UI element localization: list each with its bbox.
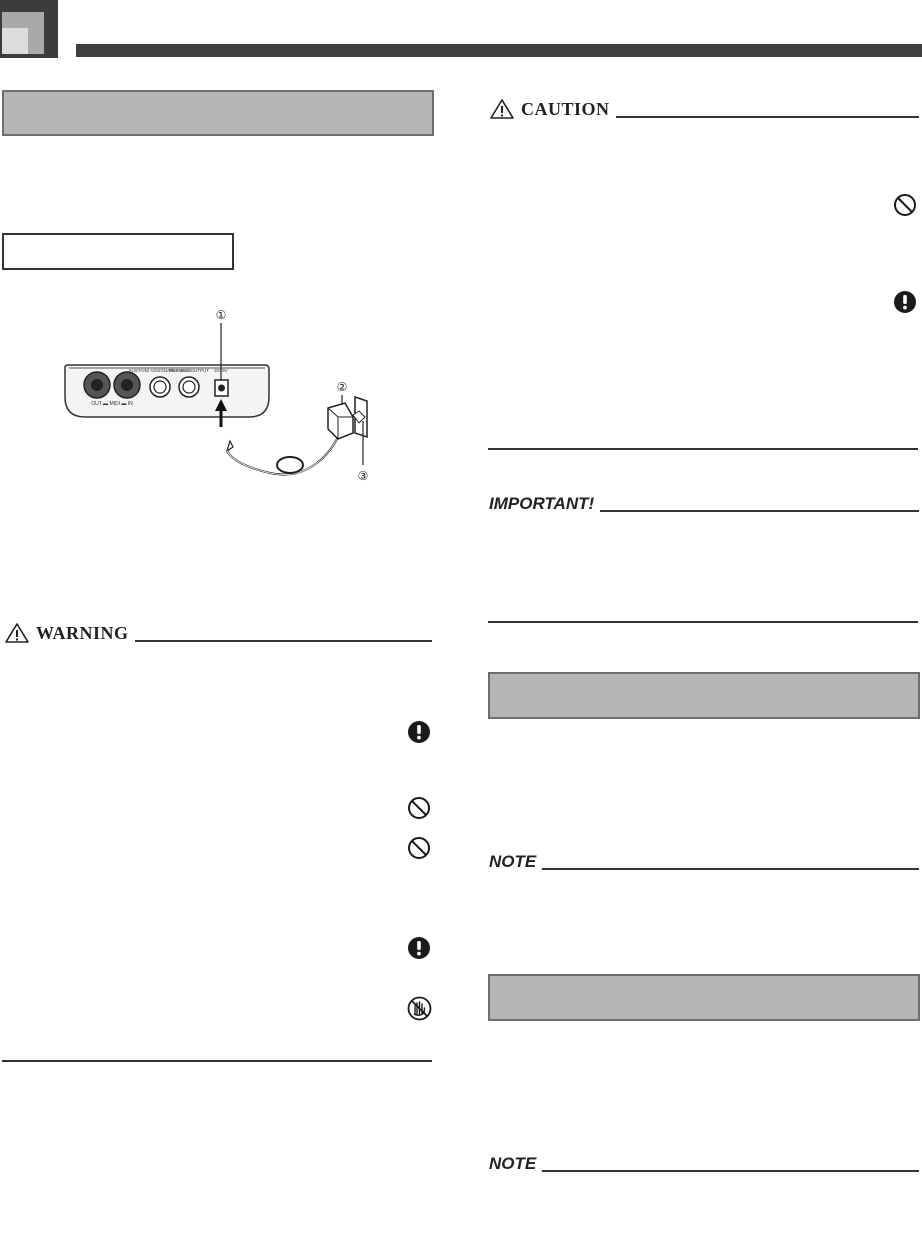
caution-rule <box>615 116 919 118</box>
exclamation-circle-icon <box>894 291 916 313</box>
important-end-rule <box>488 621 918 623</box>
caution-end-rule <box>488 448 918 450</box>
note-label-2: NOTE <box>489 1154 537 1173</box>
exclamation-circle-icon <box>408 937 430 959</box>
callout-1: ① <box>216 308 227 322</box>
header-corner-light-square <box>2 28 28 54</box>
header-bar <box>76 44 922 57</box>
caution-heading: CAUTION <box>489 96 919 122</box>
midi-out-jack <box>83 371 111 399</box>
section-box-right-2 <box>488 974 920 1021</box>
ac-adaptor <box>327 402 354 440</box>
caution-label: CAUTION <box>521 98 610 119</box>
note-heading-1: NOTE <box>489 850 919 874</box>
important-rule <box>600 510 919 512</box>
ac-adaptor-connection-figure: OUT ▬ MIDI ▬ IN SUSTAIN/ ASSIGNABLE JACK… <box>64 308 369 483</box>
important-label: IMPORTANT! <box>489 494 595 513</box>
note-rule-2 <box>542 1170 919 1172</box>
important-heading: IMPORTANT! <box>489 492 919 516</box>
prohibition-circle-icon <box>408 837 430 859</box>
warning-rule <box>134 640 432 642</box>
no-wet-hands-icon <box>407 996 432 1021</box>
midi-in-jack <box>113 371 141 399</box>
note-heading-2: NOTE <box>489 1152 919 1176</box>
callout-3: ③ <box>358 469 369 483</box>
warning-triangle-icon <box>490 99 514 119</box>
midi-jack-label: OUT ▬ MIDI ▬ IN <box>91 401 133 407</box>
warning-label: WARNING <box>36 622 129 643</box>
section-box-right-1 <box>488 672 920 719</box>
note-rule-1 <box>542 868 919 870</box>
prohibition-circle-icon <box>894 194 916 216</box>
subsection-box <box>2 233 234 270</box>
note-label-1: NOTE <box>489 852 537 871</box>
sustain-jack-label: SUSTAIN/ ASSIGNABLE JACK <box>129 368 192 373</box>
warning-end-rule <box>2 1060 432 1062</box>
section-box-ac-adaptor <box>2 90 434 136</box>
phones-jack-label: PHONES/ OUTPUT <box>169 368 209 373</box>
exclamation-circle-icon <box>408 721 430 743</box>
callout-2: ② <box>337 380 348 394</box>
warning-triangle-icon <box>5 623 29 643</box>
warning-heading: WARNING <box>4 620 432 646</box>
prohibition-circle-icon <box>408 797 430 819</box>
